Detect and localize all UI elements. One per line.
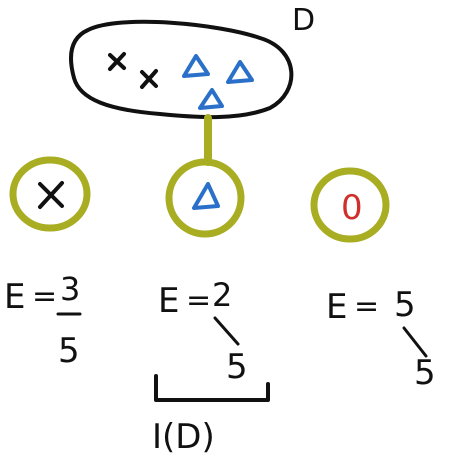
leaf-zero: 0 [310,167,390,243]
formula-3-lhs: E [326,287,347,327]
leaf-x-symbol [38,181,64,209]
dataset-x-marks [108,52,158,89]
dataset-node: D [69,3,315,120]
triangle-mark-2 [226,60,254,84]
x-mark-2 [140,69,158,89]
dataset-label: D [292,3,315,38]
leaf-x [9,156,91,232]
formula-leaf-zero: E = 5 5 [326,285,436,393]
formula-1-den: 5 [58,331,80,371]
formula-3-slash [402,326,428,358]
leaf-triangle [165,158,245,238]
triangle-mark-3 [198,88,224,110]
triangle-mark-1 [182,54,210,78]
leaf-zero-circle [310,167,390,243]
formula-leaf-triangle: E = 2 5 [158,276,248,387]
information-bracket [154,374,270,402]
formula-1-num: 3 [60,270,80,308]
formula-2-num: 2 [212,276,232,314]
formula-1-eq: = [32,279,57,314]
leaf-x-circle [9,156,91,232]
x-mark-1 [108,52,126,71]
dataset-blob-outline [69,19,294,120]
formula-3-eq: = [354,289,379,324]
formula-1-lhs: E [4,277,25,317]
leaf-zero-symbol: 0 [341,188,363,228]
dataset-triangles [182,54,254,110]
formula-2-slash [213,316,240,346]
formula-leaf-x: E = 3 5 [4,270,82,371]
formula-2-den: 5 [226,347,248,387]
formula-3-num: 5 [394,285,416,325]
leaf-triangle-circle [165,158,245,238]
formula-2-lhs: E [158,281,179,321]
formula-3-den: 5 [414,353,436,393]
leaf-triangle-symbol [192,182,220,210]
formula-2-eq: = [186,283,211,318]
information-label: I(D) [152,417,215,457]
